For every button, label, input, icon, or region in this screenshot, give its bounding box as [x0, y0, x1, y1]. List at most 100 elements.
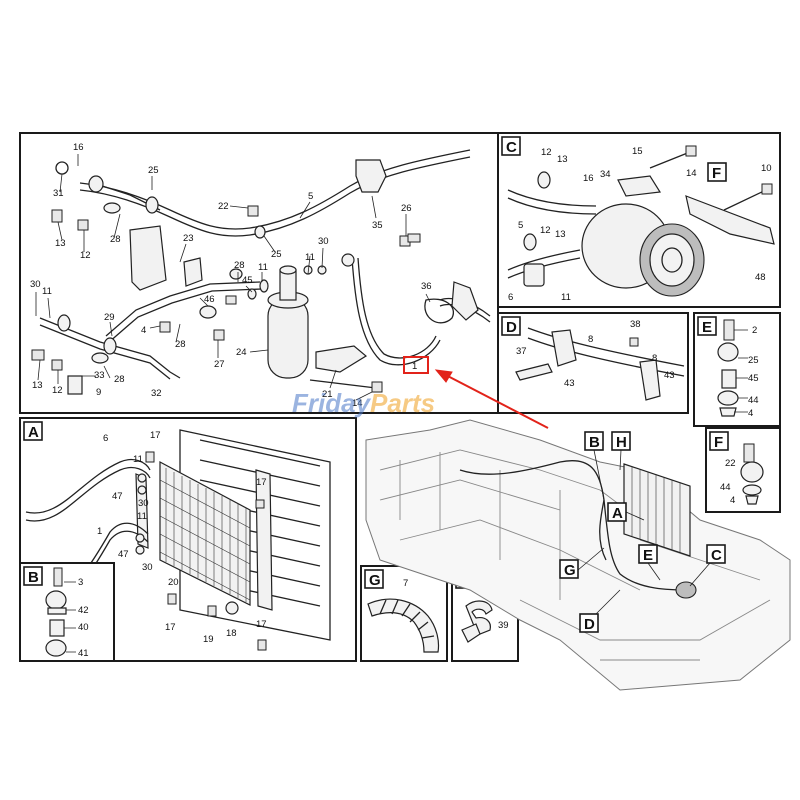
highlighted-callout-label: 1	[412, 361, 417, 372]
view-c-f-label: F	[712, 165, 721, 182]
callout-12: 12	[80, 250, 91, 261]
view-e-callout-25: 25	[748, 355, 759, 366]
view-a-callout-17d: 17	[256, 619, 267, 630]
condenser-mesh	[159, 468, 251, 602]
callout-30b: 30	[30, 279, 41, 290]
callout-11c: 11	[42, 286, 52, 297]
view-c-callout-48: 48	[755, 272, 766, 283]
callout-27: 27	[214, 359, 225, 370]
machine-label-c: C	[711, 547, 722, 564]
view-a-callout-1: 1	[97, 526, 102, 537]
view-a-callout-11: 11	[133, 454, 143, 465]
view-f-callout-22: 22	[725, 458, 736, 469]
view-e-callout-44: 44	[748, 395, 759, 406]
view-f-callout-4: 4	[730, 495, 735, 506]
callout-26: 26	[401, 203, 412, 214]
view-c-callout-16: 16	[583, 173, 594, 184]
view-f-panel: F 22 44 4	[705, 427, 781, 513]
view-a-callout-47: 47	[112, 491, 123, 502]
callout-23: 23	[183, 233, 194, 244]
callout-11b: 11	[258, 262, 268, 273]
view-a-callout-18: 18	[226, 628, 237, 639]
callout-21: 21	[322, 389, 333, 400]
view-d-callout-43b: 43	[664, 370, 675, 381]
view-g-panel: G 7	[360, 565, 448, 662]
view-a-callout-6: 6	[103, 433, 108, 444]
view-b-panel: B 3 42 40 41	[19, 562, 115, 662]
view-a-callout-17: 17	[150, 430, 161, 441]
view-c-callout-5: 5	[518, 220, 523, 231]
view-d-panel: D 38 8 37 43 8 43	[497, 312, 689, 414]
view-g-label: G	[369, 572, 381, 589]
machine-label-a: A	[612, 505, 623, 522]
view-a-panel: A 6 17 11 47 30 1 47	[19, 417, 357, 662]
view-d-callout-37: 37	[516, 346, 527, 357]
view-c-label: C	[506, 139, 517, 156]
view-c-callout-12b: 12	[540, 225, 551, 236]
view-a-callout-30: 30	[138, 498, 149, 509]
view-c-panel: C F 12 13 16 34 15 14 10 5 12 13	[497, 132, 781, 308]
callout-32: 32	[151, 388, 162, 399]
machine-label-h: H	[616, 434, 627, 451]
machine-label-g: G	[564, 562, 576, 579]
callout-35: 35	[372, 220, 383, 231]
view-d-callout-8: 8	[588, 334, 593, 345]
view-a-label: A	[28, 424, 39, 441]
machine-labels: B H A G E C D	[559, 431, 726, 633]
machine-label-d: D	[584, 616, 595, 633]
view-a-callout-20: 20	[168, 577, 179, 588]
main-assembly-panel: 1 16 31 25 22 5 35 26 13 12 28 23 25 11 …	[19, 132, 499, 414]
view-b-callout-41: 41	[78, 648, 89, 659]
view-e-callout-4: 4	[748, 408, 753, 419]
view-a-callout-47b: 47	[118, 549, 129, 560]
callout-28d: 28	[114, 374, 125, 385]
callout-16: 16	[73, 142, 84, 153]
view-b-label: B	[28, 569, 39, 586]
callout-25b: 25	[271, 249, 282, 260]
view-c-callout-6: 6	[508, 292, 513, 303]
view-f-callout-44: 44	[720, 482, 731, 493]
callout-36: 36	[421, 281, 432, 292]
callout-24: 24	[236, 347, 247, 358]
view-c-callout-14: 14	[686, 168, 697, 179]
view-c-callout-13b: 13	[555, 229, 566, 240]
callout-45: 45	[242, 275, 253, 286]
watermark: FridayParts	[292, 388, 435, 418]
callout-5: 5	[308, 191, 313, 202]
view-e-label: E	[702, 319, 712, 336]
callout-12b: 12	[52, 385, 63, 396]
view-c-callout-13: 13	[557, 154, 568, 165]
view-c-callout-15: 15	[632, 146, 643, 157]
callout-13b: 13	[32, 380, 43, 391]
view-e-panel: E 2 25 45 44 4	[693, 312, 781, 427]
callout-29: 29	[104, 312, 115, 323]
view-a-callout-30b: 30	[142, 562, 153, 573]
callout-28: 28	[110, 234, 121, 245]
view-c-callout-12: 12	[541, 147, 552, 158]
callout-4: 4	[141, 325, 146, 336]
watermark-part2: Parts	[370, 388, 435, 418]
callout-46: 46	[204, 294, 215, 305]
view-a-callout-17c: 17	[165, 622, 176, 633]
watermark-part1: Friday	[292, 388, 372, 418]
callout-28c: 28	[175, 339, 186, 350]
view-d-callout-8b: 8	[652, 353, 657, 364]
view-d-callout-43: 43	[564, 378, 575, 389]
view-a-callout-19: 19	[203, 634, 214, 645]
machine-label-e: E	[643, 547, 653, 564]
view-b-callout-3: 3	[78, 577, 83, 588]
view-g-callout-7: 7	[403, 578, 408, 589]
view-b-callout-42: 42	[78, 605, 89, 616]
view-b-callout-40: 40	[78, 622, 89, 633]
view-e-callout-45: 45	[748, 373, 759, 384]
callout-14: 14	[352, 398, 363, 409]
main-callout-labels: 16 31 25 22 5 35 26 13 12 28 23 25 11 30…	[30, 142, 432, 409]
callout-22: 22	[218, 201, 229, 212]
view-c-callout-11: 11	[561, 292, 571, 303]
callout-13: 13	[55, 238, 66, 249]
highlighted-callout-box	[403, 356, 429, 374]
callout-9: 9	[96, 387, 101, 398]
view-h-callout-39: 39	[498, 620, 509, 631]
callout-25: 25	[148, 165, 159, 176]
view-a-callout-17b: 17	[256, 477, 267, 488]
